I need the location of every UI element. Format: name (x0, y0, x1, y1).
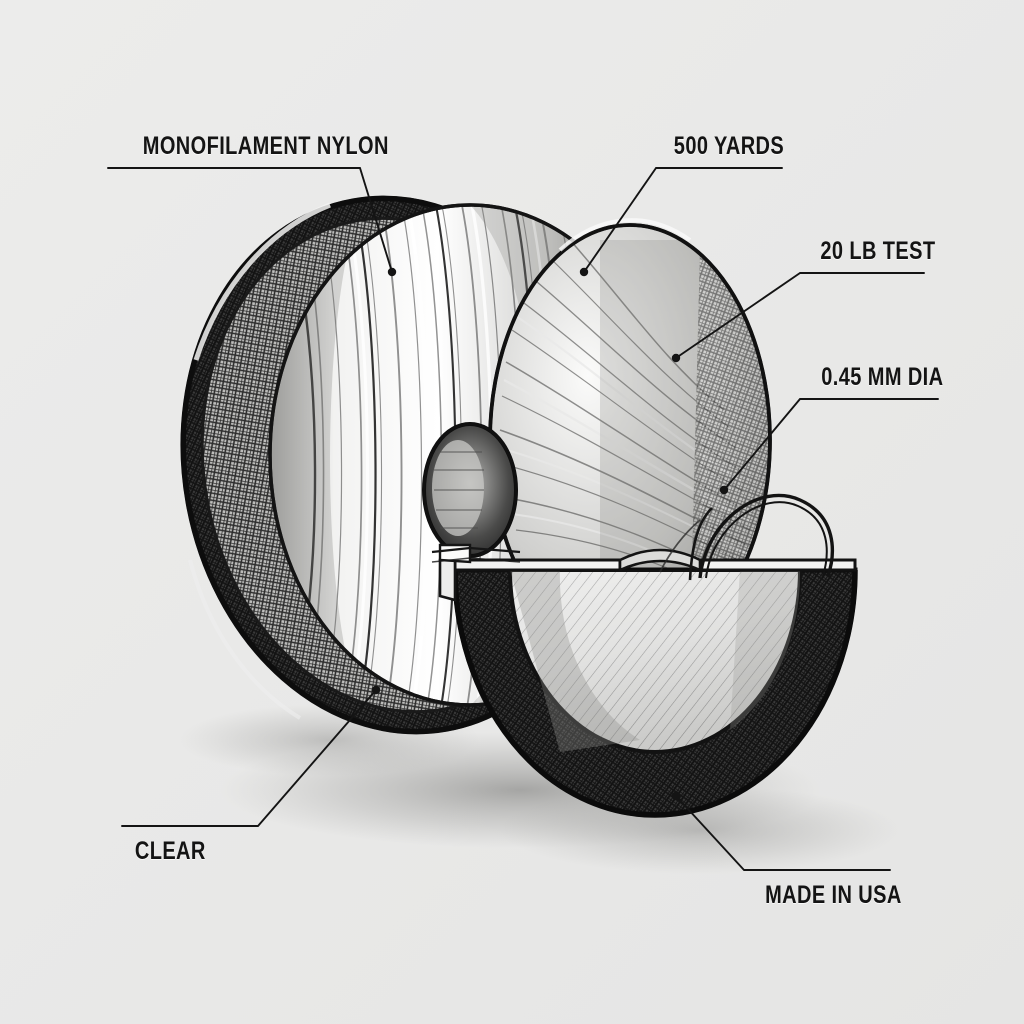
label-045-mm-dia: 0.45 MM DIA (821, 363, 944, 391)
label-clear: CLEAR (134, 837, 206, 865)
anchor-dot-clear (371, 685, 381, 695)
filament-tail-loop (659, 493, 834, 581)
annotation-anchor-dots (371, 267, 729, 801)
cutaway-front-flange (438, 543, 858, 818)
leader-500-yards (583, 167, 783, 273)
leader-monofilament-nylon (107, 167, 393, 273)
anchor-dot-made-in-usa (671, 791, 681, 801)
label-500-yards: 500 YARDS (673, 132, 785, 160)
anchor-dot-20-lb-test (671, 353, 681, 363)
leader-20-lb-test (675, 272, 925, 359)
flange-seam-detail (431, 546, 521, 563)
label-made-in-usa: MADE IN USA (765, 881, 902, 909)
leader-made-in-usa (675, 795, 891, 871)
arbor-hole (422, 422, 518, 558)
leader-045-mm-dia (723, 398, 939, 491)
anchor-dot-monofilament-nylon (387, 267, 397, 277)
annotation-leaders (107, 167, 939, 871)
anchor-dot-500-yards (579, 267, 589, 277)
leader-clear (121, 689, 377, 827)
winding-front-face (488, 218, 772, 657)
label-20-lb-test: 20 LB TEST (820, 237, 936, 265)
label-monofilament-nylon: MONOFILAMENT NYLON (142, 132, 389, 160)
anchor-dot-045-mm-dia (719, 485, 729, 495)
